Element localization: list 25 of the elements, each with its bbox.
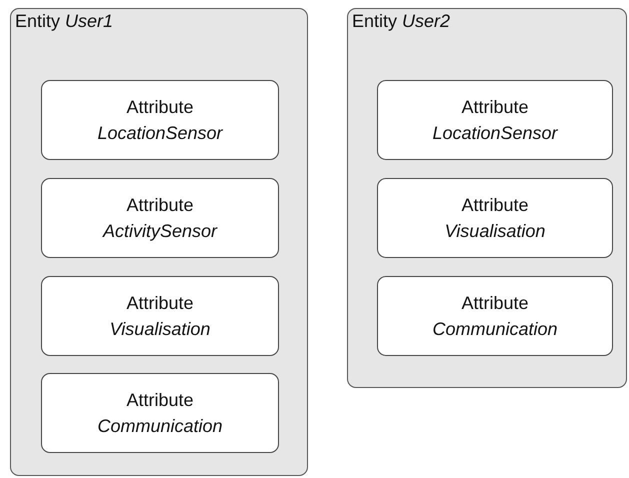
attribute-name: Communication: [432, 318, 558, 341]
entity-container: [10, 8, 308, 476]
entity-label: Entity User1: [15, 11, 114, 32]
attribute-label: Attribute: [126, 389, 194, 412]
entity-container: [347, 8, 627, 388]
entity-label: Entity User2: [352, 11, 450, 32]
attribute-label: Attribute: [461, 96, 529, 119]
attribute-box: [41, 178, 279, 258]
attribute-box: [41, 80, 279, 160]
attribute-name: ActivitySensor: [102, 220, 218, 243]
attribute-box: [41, 373, 279, 453]
attribute-box: [377, 276, 613, 356]
attribute-label: Attribute: [126, 292, 194, 315]
attribute-box: [377, 178, 613, 258]
attribute-box: [41, 276, 279, 356]
attribute-label: Attribute: [126, 96, 194, 119]
attribute-name: Visualisation: [444, 220, 546, 243]
attribute-label: Attribute: [461, 292, 529, 315]
attribute-name: LocationSensor: [97, 122, 223, 145]
attribute-name: LocationSensor: [432, 122, 558, 145]
attribute-label: Attribute: [126, 194, 194, 217]
attribute-name: Communication: [97, 415, 223, 438]
attribute-label: Attribute: [461, 194, 529, 217]
attribute-box: [377, 80, 613, 160]
attribute-name: Visualisation: [110, 318, 210, 341]
